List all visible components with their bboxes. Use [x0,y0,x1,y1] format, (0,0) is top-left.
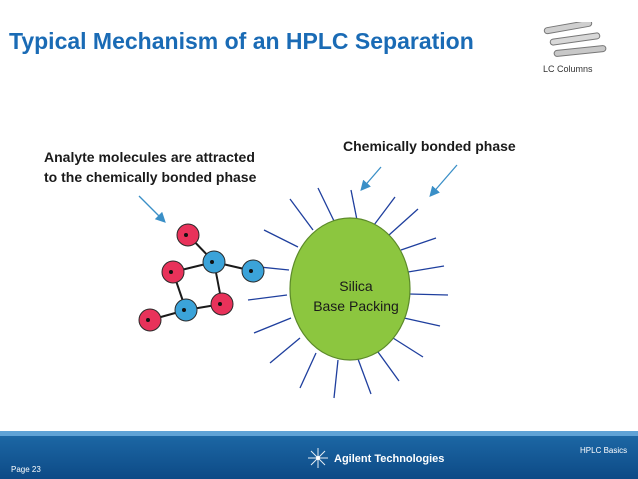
analyte-label-line1: Analyte molecules are attracted [44,149,255,165]
chain-line [388,208,419,236]
chain-line [350,189,358,221]
chain-line [247,294,288,301]
chain-line [373,196,396,226]
silica-label: Silica Base Packing [294,276,418,316]
bonded-phase-label: Chemically bonded phase [343,138,516,154]
arrow-analyte [138,195,166,223]
bonded-phase-chains [247,187,449,399]
chain-line [269,337,301,364]
chain-line [407,265,445,273]
page-number: Page 23 [11,465,41,474]
chain-line [377,351,400,382]
chain-line [317,187,335,222]
analyte-molecule [138,223,265,332]
lc-columns-image [543,22,607,57]
company-name: Agilent Technologies [334,453,445,465]
chain-line [408,293,449,296]
chain-line [299,352,317,389]
arrow-bonded-1 [360,166,382,191]
footer-band [0,431,638,436]
analyte-label-line2: to the chemically bonded phase [44,169,257,185]
lc-columns-label: LC Columns [543,64,593,74]
chain-line [392,337,424,358]
chain-line [289,198,314,231]
agilent-spark-icon [308,448,328,468]
footer-bar [0,431,638,479]
silica-particle [289,217,411,361]
silica-label-line1: Silica [339,278,373,294]
slide-title: Typical Mechanism of an HPLC Separation [9,28,474,54]
section-label: HPLC Basics [580,446,628,455]
arrow-bonded-2 [429,164,458,197]
chain-line [357,358,372,395]
analyte-label: Analyte molecules are attracted to the c… [44,147,304,187]
chain-line [263,229,299,248]
chain-line [400,237,437,251]
chain-line [253,317,292,334]
silica-label-line2: Base Packing [313,298,399,314]
chain-line [403,317,441,327]
chain-line [333,359,339,399]
